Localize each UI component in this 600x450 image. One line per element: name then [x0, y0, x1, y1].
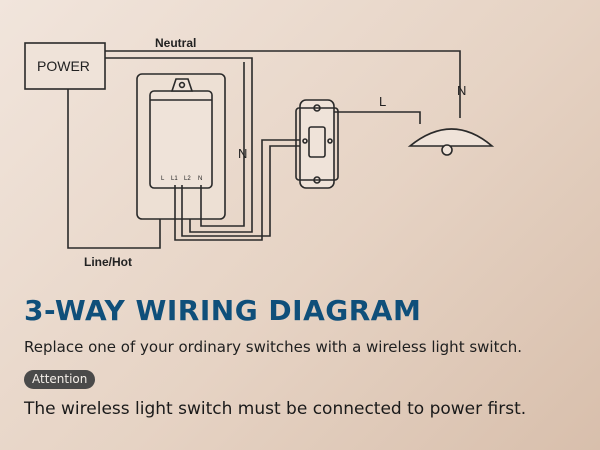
attention-note: The wireless light switch must be connec… [24, 399, 527, 419]
load-wire [334, 111, 421, 124]
wiring-diagram: POWER Neutral Line/Hot N L N L L1 L2 N [24, 36, 495, 269]
terminal-label-l2: L2 [184, 176, 191, 182]
switch-mount [295, 107, 339, 181]
terminal-label-l1: L1 [171, 176, 178, 182]
l-label: L [379, 94, 386, 109]
terminal-label-l: L [161, 176, 165, 182]
page-title: 3-WAY WIRING DIAGRAM [24, 294, 422, 327]
switch-terminal-left [302, 138, 308, 144]
module-tab [170, 78, 194, 92]
switch-toggle [308, 126, 326, 158]
lamp-fixture [407, 128, 495, 147]
terminal-wire-l1 [174, 139, 300, 241]
attention-badge: Attention [24, 370, 96, 389]
terminal-wire-l2 [181, 145, 300, 237]
power-label: POWER [37, 58, 90, 74]
n-label-right: N [457, 83, 466, 98]
power-box [24, 42, 106, 90]
terminal-label-n: N [198, 176, 202, 182]
n-label-center: N [238, 146, 247, 161]
switch-screw-top [313, 104, 321, 112]
smart-module [149, 90, 213, 189]
switch-terminal-right [327, 138, 333, 144]
switch-screw-bottom [313, 176, 321, 184]
neutral-label: Neutral [155, 36, 196, 50]
subtitle: Replace one of your ordinary switches wi… [24, 338, 522, 356]
neutral-wire [105, 50, 461, 118]
lamp-bulb [441, 144, 453, 156]
terminal-wire-n [200, 62, 245, 227]
line-hot-label: Line/Hot [84, 255, 132, 269]
module-screw [178, 81, 186, 89]
